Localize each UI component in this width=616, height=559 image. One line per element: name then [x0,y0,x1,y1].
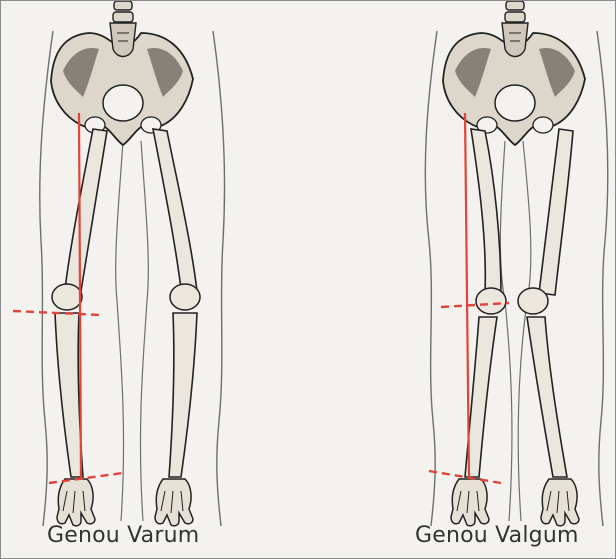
varum-figure [13,1,225,526]
valgum-figure [425,1,608,526]
valgum-mechanical-axis [465,113,469,479]
caption-genou-valgum: Genou Valgum [415,523,579,548]
caption-genou-varum: Genou Varum [47,523,199,548]
